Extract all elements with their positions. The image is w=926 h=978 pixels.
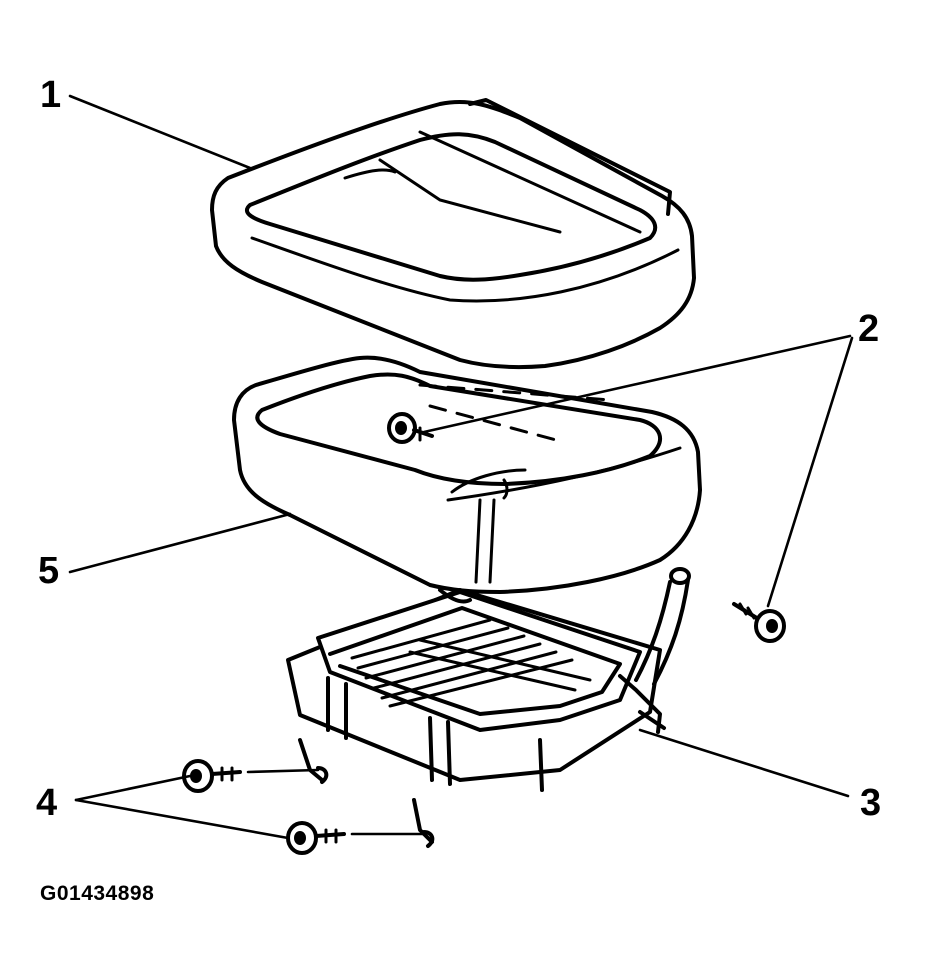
bolt-upper [387,412,434,444]
leader-lines [68,94,854,848]
seat-cushion-cover [210,98,696,370]
bolt-lower-2 [286,821,346,855]
bolt-right [732,602,786,643]
callout-1: 1 [40,74,62,116]
figure-id: G01434898 [40,882,155,905]
callout-3: 3 [860,782,882,824]
callout-4: 4 [36,782,58,824]
callout-5: 5 [38,550,60,592]
callout-2: 2 [858,308,880,350]
seat-frame [286,567,691,844]
seat-cushion-pad [232,355,702,594]
bolt-lower-1 [182,759,242,793]
